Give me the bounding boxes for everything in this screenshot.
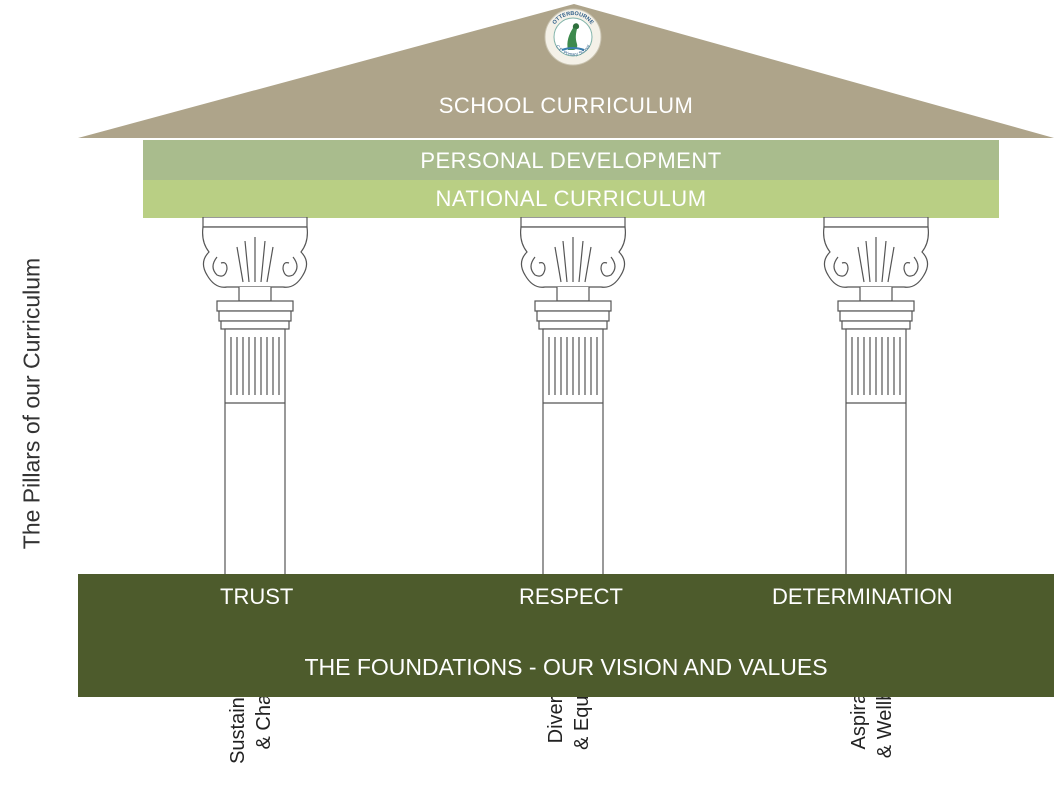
foundation-base: TRUST RESPECT DETERMINATION THE FOUNDATI…	[78, 574, 1054, 697]
pillar-sustainability: Sustainability & Change	[199, 216, 311, 764]
school-crest-logo: OTTERBOURNE C.E. Primary School	[544, 8, 602, 66]
pillar-aspiration: Aspiration & Wellbeing	[820, 216, 932, 758]
roof	[78, 4, 1054, 138]
column-illustration	[520, 216, 626, 576]
column-illustration	[823, 216, 929, 576]
national-curriculum-label: NATIONAL CURRICULUM	[435, 186, 707, 211]
personal-development-label: PERSONAL DEVELOPMENT	[420, 148, 722, 173]
value-trust: TRUST	[220, 584, 294, 609]
value-respect: RESPECT	[519, 584, 623, 609]
national-curriculum-band: NATIONAL CURRICULUM	[143, 180, 999, 218]
column-illustration	[202, 216, 308, 576]
side-label: The Pillars of our Curriculum	[18, 257, 45, 550]
roof-title: SCHOOL CURRICULUM	[438, 93, 694, 118]
pillar-diversity: Diversity & Equality	[517, 216, 629, 750]
value-determination: DETERMINATION	[772, 584, 953, 609]
personal-development-band: PERSONAL DEVELOPMENT	[143, 140, 999, 180]
foundation-title: THE FOUNDATIONS - OUR VISION AND VALUES	[304, 654, 828, 680]
